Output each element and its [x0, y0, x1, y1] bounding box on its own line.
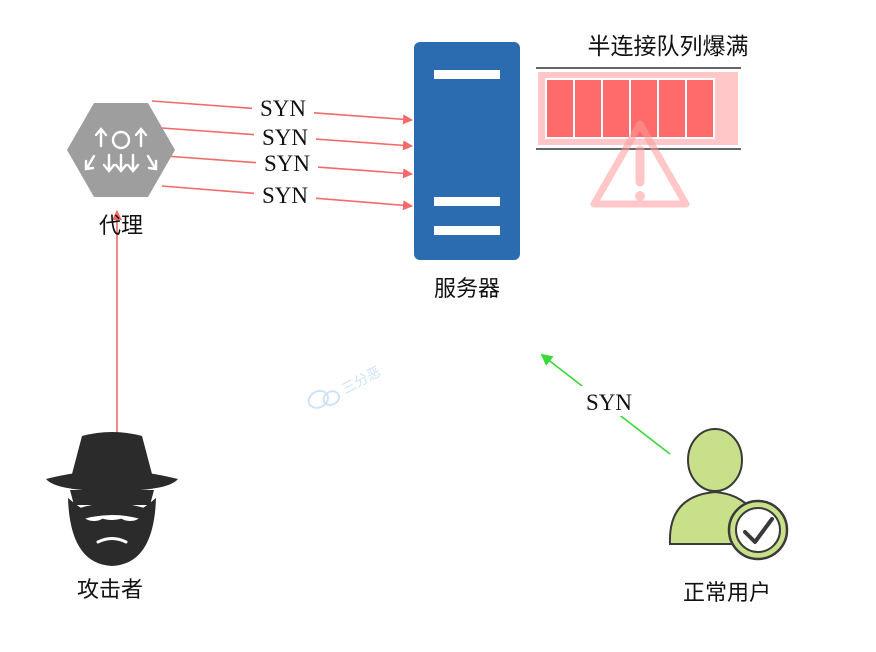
- normal-user-label: 正常用户: [683, 581, 771, 606]
- attacker-label: 攻击者: [77, 578, 143, 603]
- syn-label-2: SYN: [262, 125, 308, 150]
- proxy-arrows-icon: [84, 127, 158, 173]
- server-slot-middle: [434, 197, 500, 206]
- syn-labels: SYN SYN SYN SYN: [252, 96, 318, 208]
- syn-label-4: SYN: [262, 183, 308, 208]
- server-label: 服务器: [434, 277, 500, 302]
- queue-title: 半连接队列爆满: [588, 34, 749, 60]
- user-check-icon: [668, 428, 789, 561]
- warning-icon: [590, 120, 690, 208]
- queue-slot: [573, 78, 603, 139]
- proxy-hexagon-icon: [67, 103, 175, 197]
- watermark: 三分恶: [307, 364, 384, 409]
- queue-slot: [685, 78, 715, 139]
- user-syn-label: SYN: [586, 390, 632, 415]
- syn-label-3: SYN: [264, 151, 310, 176]
- normal-user-node: SYN 正常用户: [540, 353, 789, 606]
- half-connection-queue: 半连接队列爆满: [536, 34, 749, 208]
- queue-slots: [545, 78, 715, 139]
- proxy-label: 代理: [99, 214, 143, 239]
- queue-slot: [657, 78, 687, 139]
- attacker-node: 攻击者: [46, 432, 178, 603]
- server-node: 服务器: [414, 42, 520, 302]
- server-slot-bottom: [434, 226, 500, 235]
- queue-slot: [545, 78, 575, 139]
- queue-slot: [601, 78, 631, 139]
- proxy-node: 代理: [67, 103, 175, 239]
- server-slot-top: [434, 70, 500, 79]
- hacker-icon: [46, 432, 178, 566]
- wechat-icon: [307, 389, 340, 409]
- syn-label-1: SYN: [260, 96, 306, 121]
- watermark-text: 三分恶: [339, 364, 384, 398]
